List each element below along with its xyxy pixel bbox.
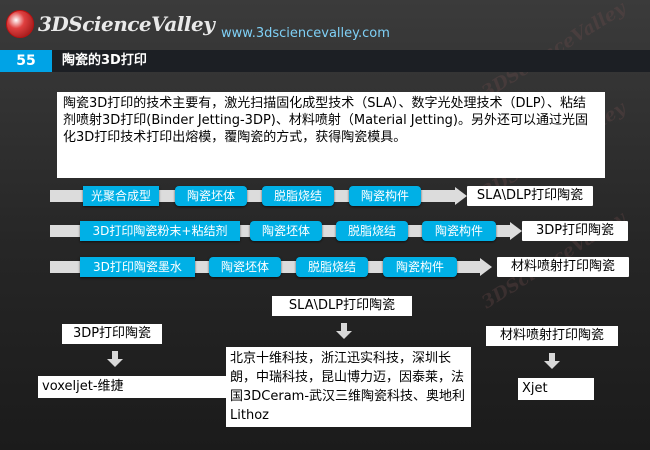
column-material-jetting-label: 材料喷射打印陶瓷 bbox=[486, 326, 618, 346]
flow-3-step-2: 陶瓷坯体 bbox=[209, 257, 281, 277]
column-3dp-value: voxeljet-维捷 bbox=[38, 376, 238, 398]
column-sla-dlp-value: 北京十维科技，浙江迅实科技，深圳长朗，中瑞科技，昆山博力迈，因泰莱，法国3DCe… bbox=[226, 347, 471, 427]
flow-2-result: 3DP打印陶瓷 bbox=[522, 221, 628, 241]
globe-logo-icon bbox=[6, 10, 34, 38]
title-bar: 55 陶瓷的3D打印 bbox=[0, 50, 650, 72]
flow-1-step-3: 脱脂烧结 bbox=[262, 186, 334, 206]
flow-1-step-1: 光聚合成型 bbox=[83, 186, 159, 206]
right-arrow-icon bbox=[480, 258, 492, 276]
down-arrow-icon bbox=[544, 353, 560, 369]
column-sla-dlp-label: SLA\DLP打印陶瓷 bbox=[272, 296, 412, 316]
flow-2-step-2: 陶瓷坯体 bbox=[250, 221, 322, 241]
down-arrow-icon bbox=[107, 351, 123, 367]
logo: 3DScienceValley bbox=[6, 4, 215, 44]
flow-1-step-4: 陶瓷构件 bbox=[349, 186, 421, 206]
right-arrow-icon bbox=[455, 187, 467, 205]
right-arrow-icon bbox=[510, 222, 522, 240]
website-url[interactable]: www.3dsciencevalley.com bbox=[221, 26, 390, 41]
flow-2-step-1: 3D打印陶瓷粉末+粘结剂 bbox=[80, 221, 240, 241]
flow-1-result: SLA\DLP打印陶瓷 bbox=[467, 186, 593, 206]
header: 3DScienceValley www.3dsciencevalley.com … bbox=[0, 0, 650, 313]
down-arrow-icon bbox=[336, 323, 352, 339]
column-material-jetting-value: Xjet bbox=[518, 378, 594, 400]
intro-text: 陶瓷3D打印的技术主要有，激光扫描固化成型技术（SLA）、数字光处理技术（DLP… bbox=[57, 92, 605, 178]
slide-title: 陶瓷的3D打印 bbox=[62, 53, 147, 68]
logo-text: 3DScienceValley bbox=[38, 12, 215, 36]
flow-2-step-3: 脱脂烧结 bbox=[336, 221, 408, 241]
flow-2-step-4: 陶瓷构件 bbox=[422, 221, 496, 241]
slide-number: 55 bbox=[0, 50, 52, 72]
flow-1-step-2: 陶瓷坯体 bbox=[175, 186, 247, 206]
flow-3-result: 材料喷射打印陶瓷 bbox=[497, 257, 629, 277]
column-3dp-label: 3DP打印陶瓷 bbox=[62, 324, 162, 344]
flow-3-step-1: 3D打印陶瓷墨水 bbox=[80, 257, 195, 277]
flow-3-step-4: 陶瓷构件 bbox=[383, 257, 457, 277]
flow-3-step-3: 脱脂烧结 bbox=[296, 257, 368, 277]
